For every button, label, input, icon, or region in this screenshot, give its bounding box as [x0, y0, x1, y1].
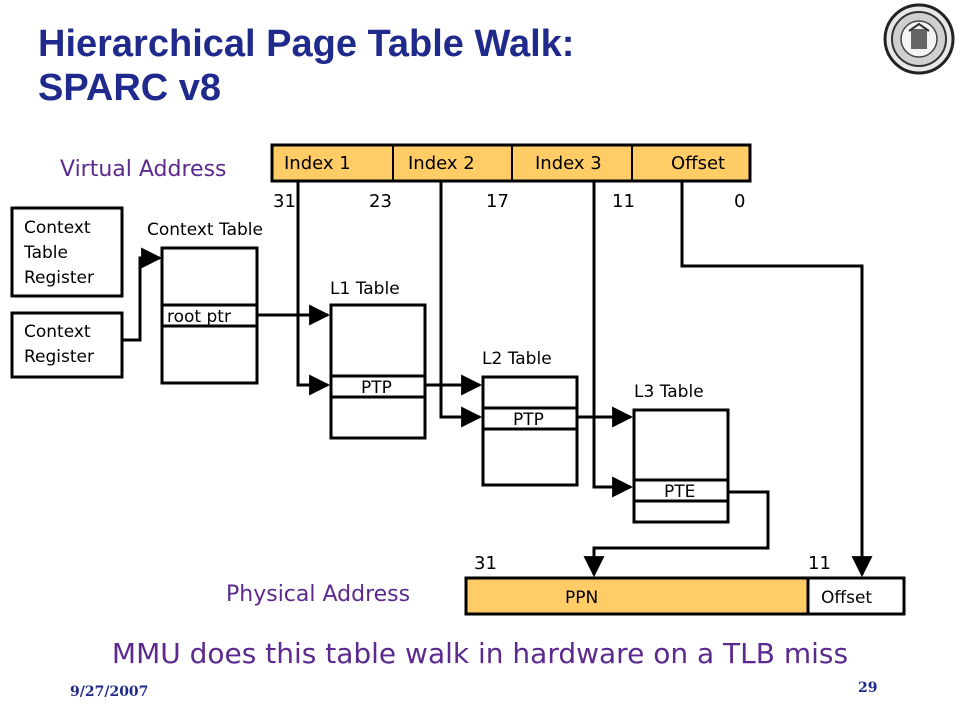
va-field-index-2: Index 2 — [408, 153, 475, 174]
l1-table-label: L1 Table — [330, 279, 400, 299]
l1-table: PTP — [329, 303, 427, 440]
virtual-address-label: Virtual Address — [60, 157, 227, 182]
l3-table: PTE — [632, 408, 730, 524]
context-table-label: Context Table — [147, 220, 263, 240]
index2-to-l2-ptp-arrow — [439, 181, 483, 428]
physical-address-register: PPN Offset — [464, 576, 906, 616]
index3-to-l3-pte-arrow — [592, 181, 634, 498]
footer-date: 9/27/2007 — [70, 684, 149, 700]
va-bit-11: 11 — [612, 191, 635, 212]
university-seal-icon — [883, 3, 955, 75]
pa-bit-31: 31 — [474, 553, 497, 574]
context-table-register: Context Table Register — [10, 206, 124, 298]
index1-to-l1-ptp-arrow — [296, 181, 331, 396]
physical-address-label: Physical Address — [226, 582, 410, 607]
l1-table-ptp: PTP — [361, 378, 392, 398]
va-field-index-3: Index 3 — [535, 153, 602, 174]
footer-page-number: 29 — [858, 680, 878, 696]
pa-field-ppn: PPN — [565, 588, 598, 608]
pa-bit-11: 11 — [808, 553, 831, 574]
context-register: Context Register — [10, 311, 124, 379]
va-bit-31: 31 — [273, 191, 296, 212]
context-table-register-line-1: Context — [24, 218, 91, 238]
context-table: root ptr — [160, 246, 259, 385]
l3-table-pte: PTE — [664, 482, 695, 502]
context-register-to-root-ptr-arrow — [122, 247, 163, 342]
context-table-root-ptr: root ptr — [167, 307, 231, 327]
context-table-register-line-2: Table — [23, 243, 68, 263]
title-line-2: SPARC v8 — [38, 67, 222, 109]
context-table-register-line-3: Register — [24, 268, 94, 288]
pte-to-ppn-arrow — [583, 490, 770, 578]
va-offset-to-pa-offset-arrow — [680, 181, 873, 578]
title-line-1: Hierarchical Page Table Walk: — [38, 23, 575, 65]
l2-table: PTP — [481, 375, 579, 487]
va-bit-0: 0 — [734, 191, 745, 212]
va-field-index-1: Index 1 — [284, 153, 351, 174]
va-bit-23: 23 — [369, 191, 392, 212]
va-bit-17: 17 — [486, 191, 509, 212]
context-register-line-1: Context — [24, 322, 91, 342]
context-register-line-2: Register — [24, 347, 94, 367]
pa-field-offset: Offset — [821, 588, 872, 608]
slide-title: Hierarchical Page Table Walk: SPARC v8 — [38, 22, 574, 110]
l3-table-label: L3 Table — [634, 382, 704, 402]
virtual-address-register: Index 1 Index 2 Index 3 Offset — [270, 143, 752, 183]
l2-table-label: L2 Table — [482, 349, 552, 369]
table-walk-note: MMU does this table walk in hardware on … — [111, 637, 849, 670]
va-field-offset: Offset — [671, 153, 725, 174]
l2-table-ptp: PTP — [513, 410, 544, 430]
